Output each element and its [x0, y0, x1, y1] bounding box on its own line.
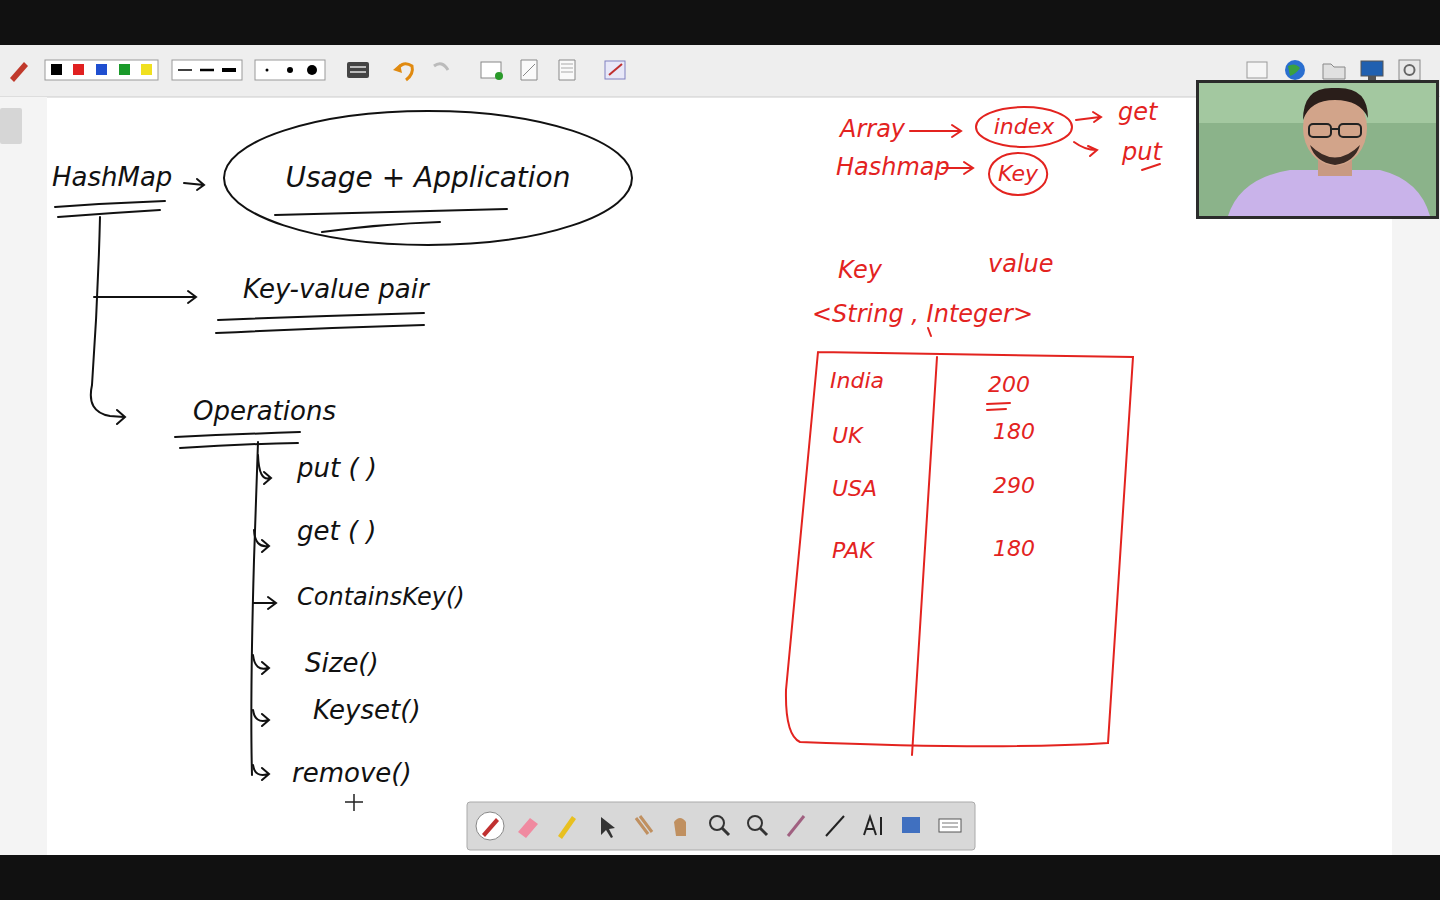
table-cell: 200	[988, 374, 1030, 396]
table-cell: 180	[993, 421, 1035, 443]
operation-name: Keyset()	[313, 697, 421, 723]
side-tab	[0, 108, 22, 144]
node-text: Usage + Application	[286, 164, 571, 192]
concept-label: Operations	[193, 398, 336, 424]
red-note: get	[1118, 100, 1157, 124]
cursor-crosshair	[345, 794, 363, 811]
ellipse-callout: Usage + Application	[222, 109, 634, 247]
operation-name: ContainsKey()	[297, 585, 465, 609]
drawing-toolbar	[467, 802, 975, 850]
circled-word: index	[974, 105, 1074, 149]
table-cell: PAK	[832, 540, 874, 562]
red-strokes	[786, 112, 1160, 755]
red-note: Hashmap	[836, 155, 950, 179]
table-cell: UK	[832, 425, 863, 447]
operation-name: put ( )	[297, 455, 377, 481]
operation-name: remove()	[292, 760, 412, 786]
table-cell: 290	[993, 475, 1035, 497]
node-text: Key	[998, 163, 1038, 185]
webcam-feed	[1196, 80, 1439, 219]
ink-strokes	[55, 179, 507, 780]
table-cell: India	[830, 370, 884, 392]
concept-label: Key-value pair	[243, 276, 429, 302]
red-note: Array	[840, 117, 905, 141]
column-header: value	[988, 252, 1054, 276]
node-text: index	[994, 116, 1055, 138]
column-header: Key	[838, 258, 882, 282]
type-signature: <String , Integer>	[812, 302, 1033, 326]
toolbar-icons	[10, 60, 1420, 82]
table-cell: 180	[993, 538, 1035, 560]
top-bar	[0, 0, 1440, 45]
heading-word: HashMap	[52, 164, 172, 190]
table-cell: USA	[832, 478, 877, 500]
operation-name: get ( )	[297, 518, 377, 544]
red-note: put	[1122, 140, 1162, 164]
side-margin	[0, 97, 47, 855]
circled-word: Key	[987, 151, 1049, 197]
operation-name: Size()	[305, 650, 379, 676]
bottom-bar	[0, 855, 1440, 900]
